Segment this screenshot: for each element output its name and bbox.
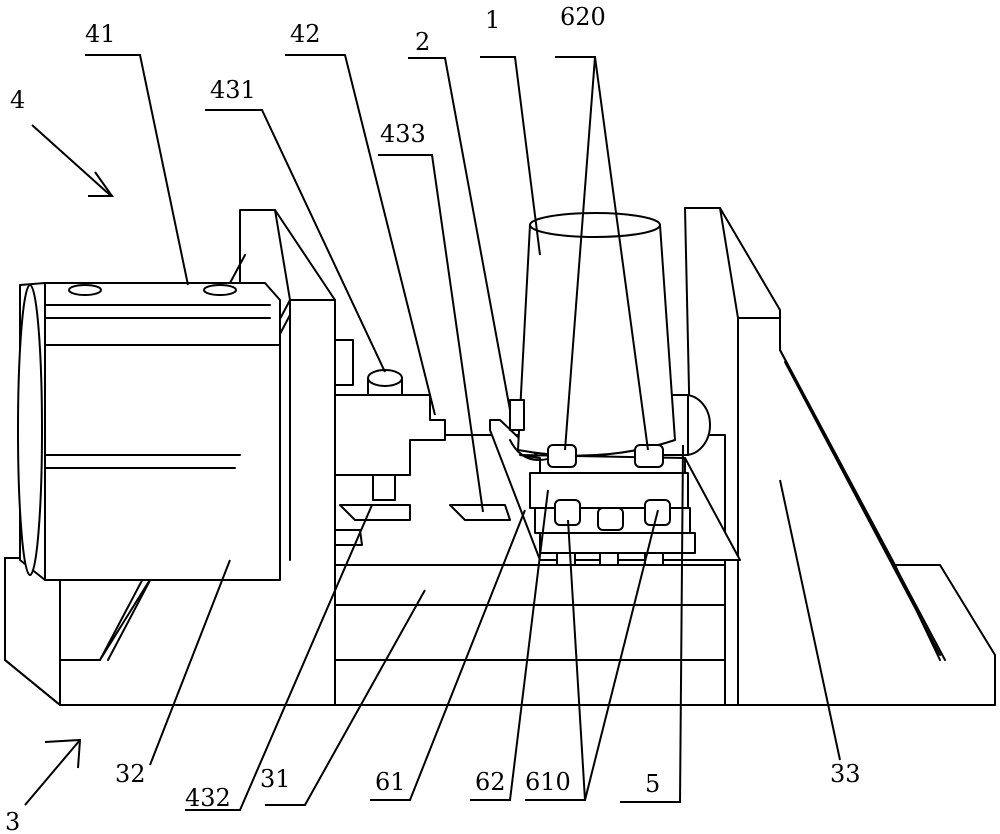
label-4: 4	[10, 86, 25, 114]
label-433: 433	[380, 120, 426, 148]
label-431: 431	[210, 76, 256, 104]
label-32: 32	[115, 760, 146, 788]
label-620: 620	[560, 3, 606, 31]
tube-workpiece	[510, 213, 675, 467]
label-42: 42	[290, 20, 321, 48]
label-610: 610	[525, 768, 571, 796]
label-61: 61	[375, 768, 406, 796]
label-2: 2	[415, 28, 430, 56]
right-support	[685, 208, 995, 705]
label-62: 62	[475, 768, 506, 796]
label-33: 33	[830, 760, 861, 788]
label-3: 3	[5, 808, 20, 834]
label-1: 1	[485, 6, 500, 34]
label-31: 31	[260, 765, 291, 793]
label-41: 41	[85, 20, 116, 48]
label-432: 432	[185, 784, 231, 812]
label-5: 5	[645, 770, 660, 798]
cylinder	[18, 255, 280, 580]
